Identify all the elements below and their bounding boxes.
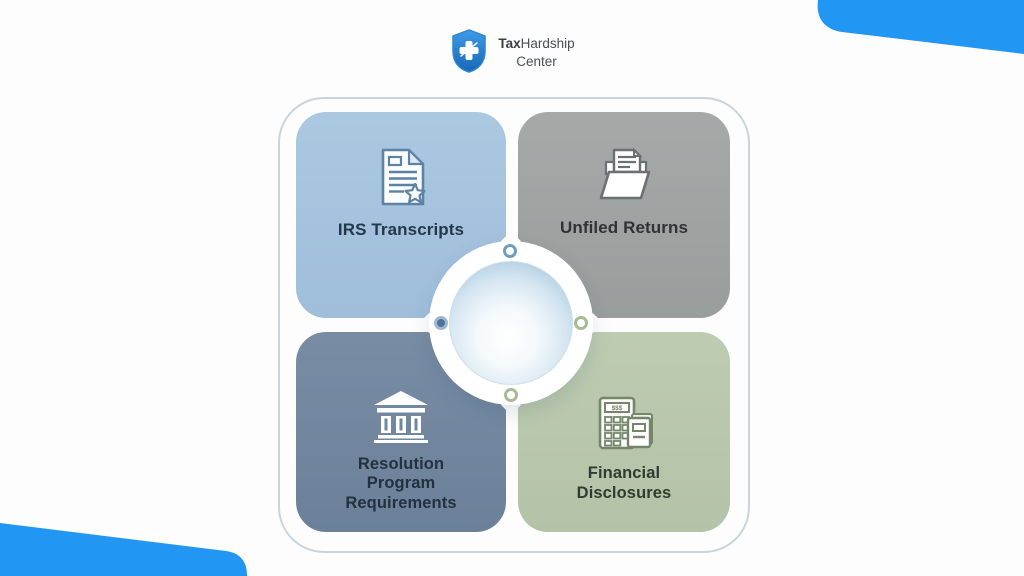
corner-accent-bottom-left [0, 523, 247, 576]
quadrant-label-unfiled-returns: Unfiled Returns [559, 218, 689, 237]
brand-logo: TaxHardship Center [0, 28, 1024, 74]
shield-cross-icon [452, 29, 487, 73]
quadrant-label-resolution-program-requirements: Resolution Program Requirements [345, 454, 457, 513]
folder-documents-icon [599, 147, 651, 200]
hub-node-top [503, 244, 517, 258]
bank-building-icon [374, 390, 428, 443]
calculator-notepad-icon: $$$ [598, 397, 653, 450]
diagram-frame-outline [278, 97, 750, 553]
hub-sphere [449, 261, 573, 385]
quadrant-label-irs-transcripts: IRS Transcripts [337, 220, 465, 239]
hub-node-bottom [504, 388, 518, 402]
hub-node-left [434, 316, 448, 330]
brand-name-line2: Center [516, 54, 557, 70]
document-star-icon [381, 148, 426, 206]
brand-name-bold: Tax [498, 36, 521, 51]
brand-name: TaxHardship Center [498, 28, 574, 71]
brand-name-line1: TaxHardship [498, 35, 574, 53]
brand-name-rest: Hardship [520, 36, 575, 51]
quadrant-label-financial-disclosures: Financial Disclosures [576, 464, 672, 503]
hub-node-right [574, 316, 588, 330]
calculator-display-text: $$$ [612, 406, 623, 413]
